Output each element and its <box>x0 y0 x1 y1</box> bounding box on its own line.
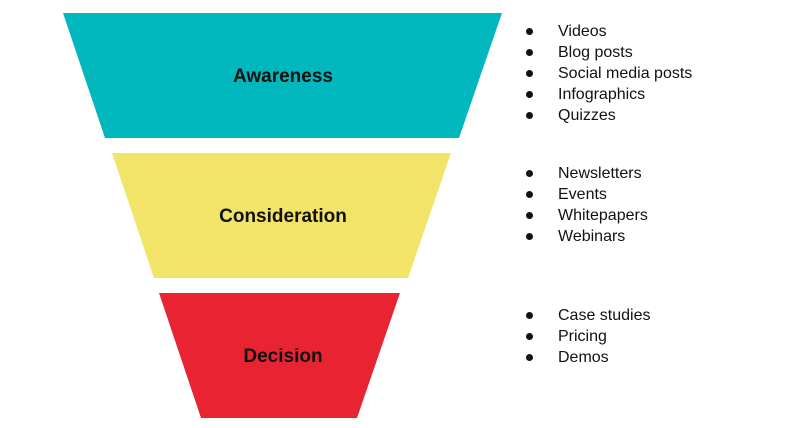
list-item-label: Webinars <box>558 228 626 245</box>
bullet-icon <box>526 170 533 177</box>
decision-stage-label: Decision <box>243 346 322 367</box>
list-item: Social media posts <box>524 63 692 84</box>
list-item: Videos <box>524 21 692 42</box>
list-item: Case studies <box>524 305 651 326</box>
awareness-content-list: Videos Blog posts Social media posts Inf… <box>524 21 692 126</box>
list-item: Blog posts <box>524 42 692 63</box>
bullet-icon <box>526 191 533 198</box>
list-item: Whitepapers <box>524 205 648 226</box>
decision-stage-shape <box>159 293 400 418</box>
list-item-label: Pricing <box>558 328 607 345</box>
awareness-stage-label: Awareness <box>233 66 333 87</box>
list-item-label: Demos <box>558 349 609 366</box>
list-item: Quizzes <box>524 105 692 126</box>
bullet-icon <box>526 91 533 98</box>
list-item: Events <box>524 184 648 205</box>
list-item-label: Case studies <box>558 307 651 324</box>
bullet-icon <box>526 49 533 56</box>
list-item-label: Videos <box>558 23 607 40</box>
bullet-icon <box>526 28 533 35</box>
list-item: Demos <box>524 347 651 368</box>
consideration-stage-label: Consideration <box>219 206 347 227</box>
list-item: Newsletters <box>524 163 648 184</box>
bullet-icon <box>526 333 533 340</box>
bullet-icon <box>526 233 533 240</box>
bullet-icon <box>526 70 533 77</box>
list-item: Pricing <box>524 326 651 347</box>
list-item-label: Events <box>558 186 607 203</box>
awareness-stage-shape <box>63 13 502 138</box>
consideration-content-list: Newsletters Events Whitepapers Webinars <box>524 163 648 247</box>
list-item: Infographics <box>524 84 692 105</box>
consideration-stage-shape <box>112 153 451 278</box>
bullet-icon <box>526 312 533 319</box>
bullet-icon <box>526 212 533 219</box>
list-item-label: Quizzes <box>558 107 616 124</box>
list-item-label: Newsletters <box>558 165 642 182</box>
list-item-label: Whitepapers <box>558 207 648 224</box>
list-item-label: Social media posts <box>558 65 693 82</box>
bullet-icon <box>526 112 533 119</box>
bullet-icon <box>526 354 533 361</box>
decision-content-list: Case studies Pricing Demos <box>524 305 651 368</box>
list-item-label: Infographics <box>558 86 646 103</box>
list-item-label: Blog posts <box>558 44 633 61</box>
list-item: Webinars <box>524 226 648 247</box>
